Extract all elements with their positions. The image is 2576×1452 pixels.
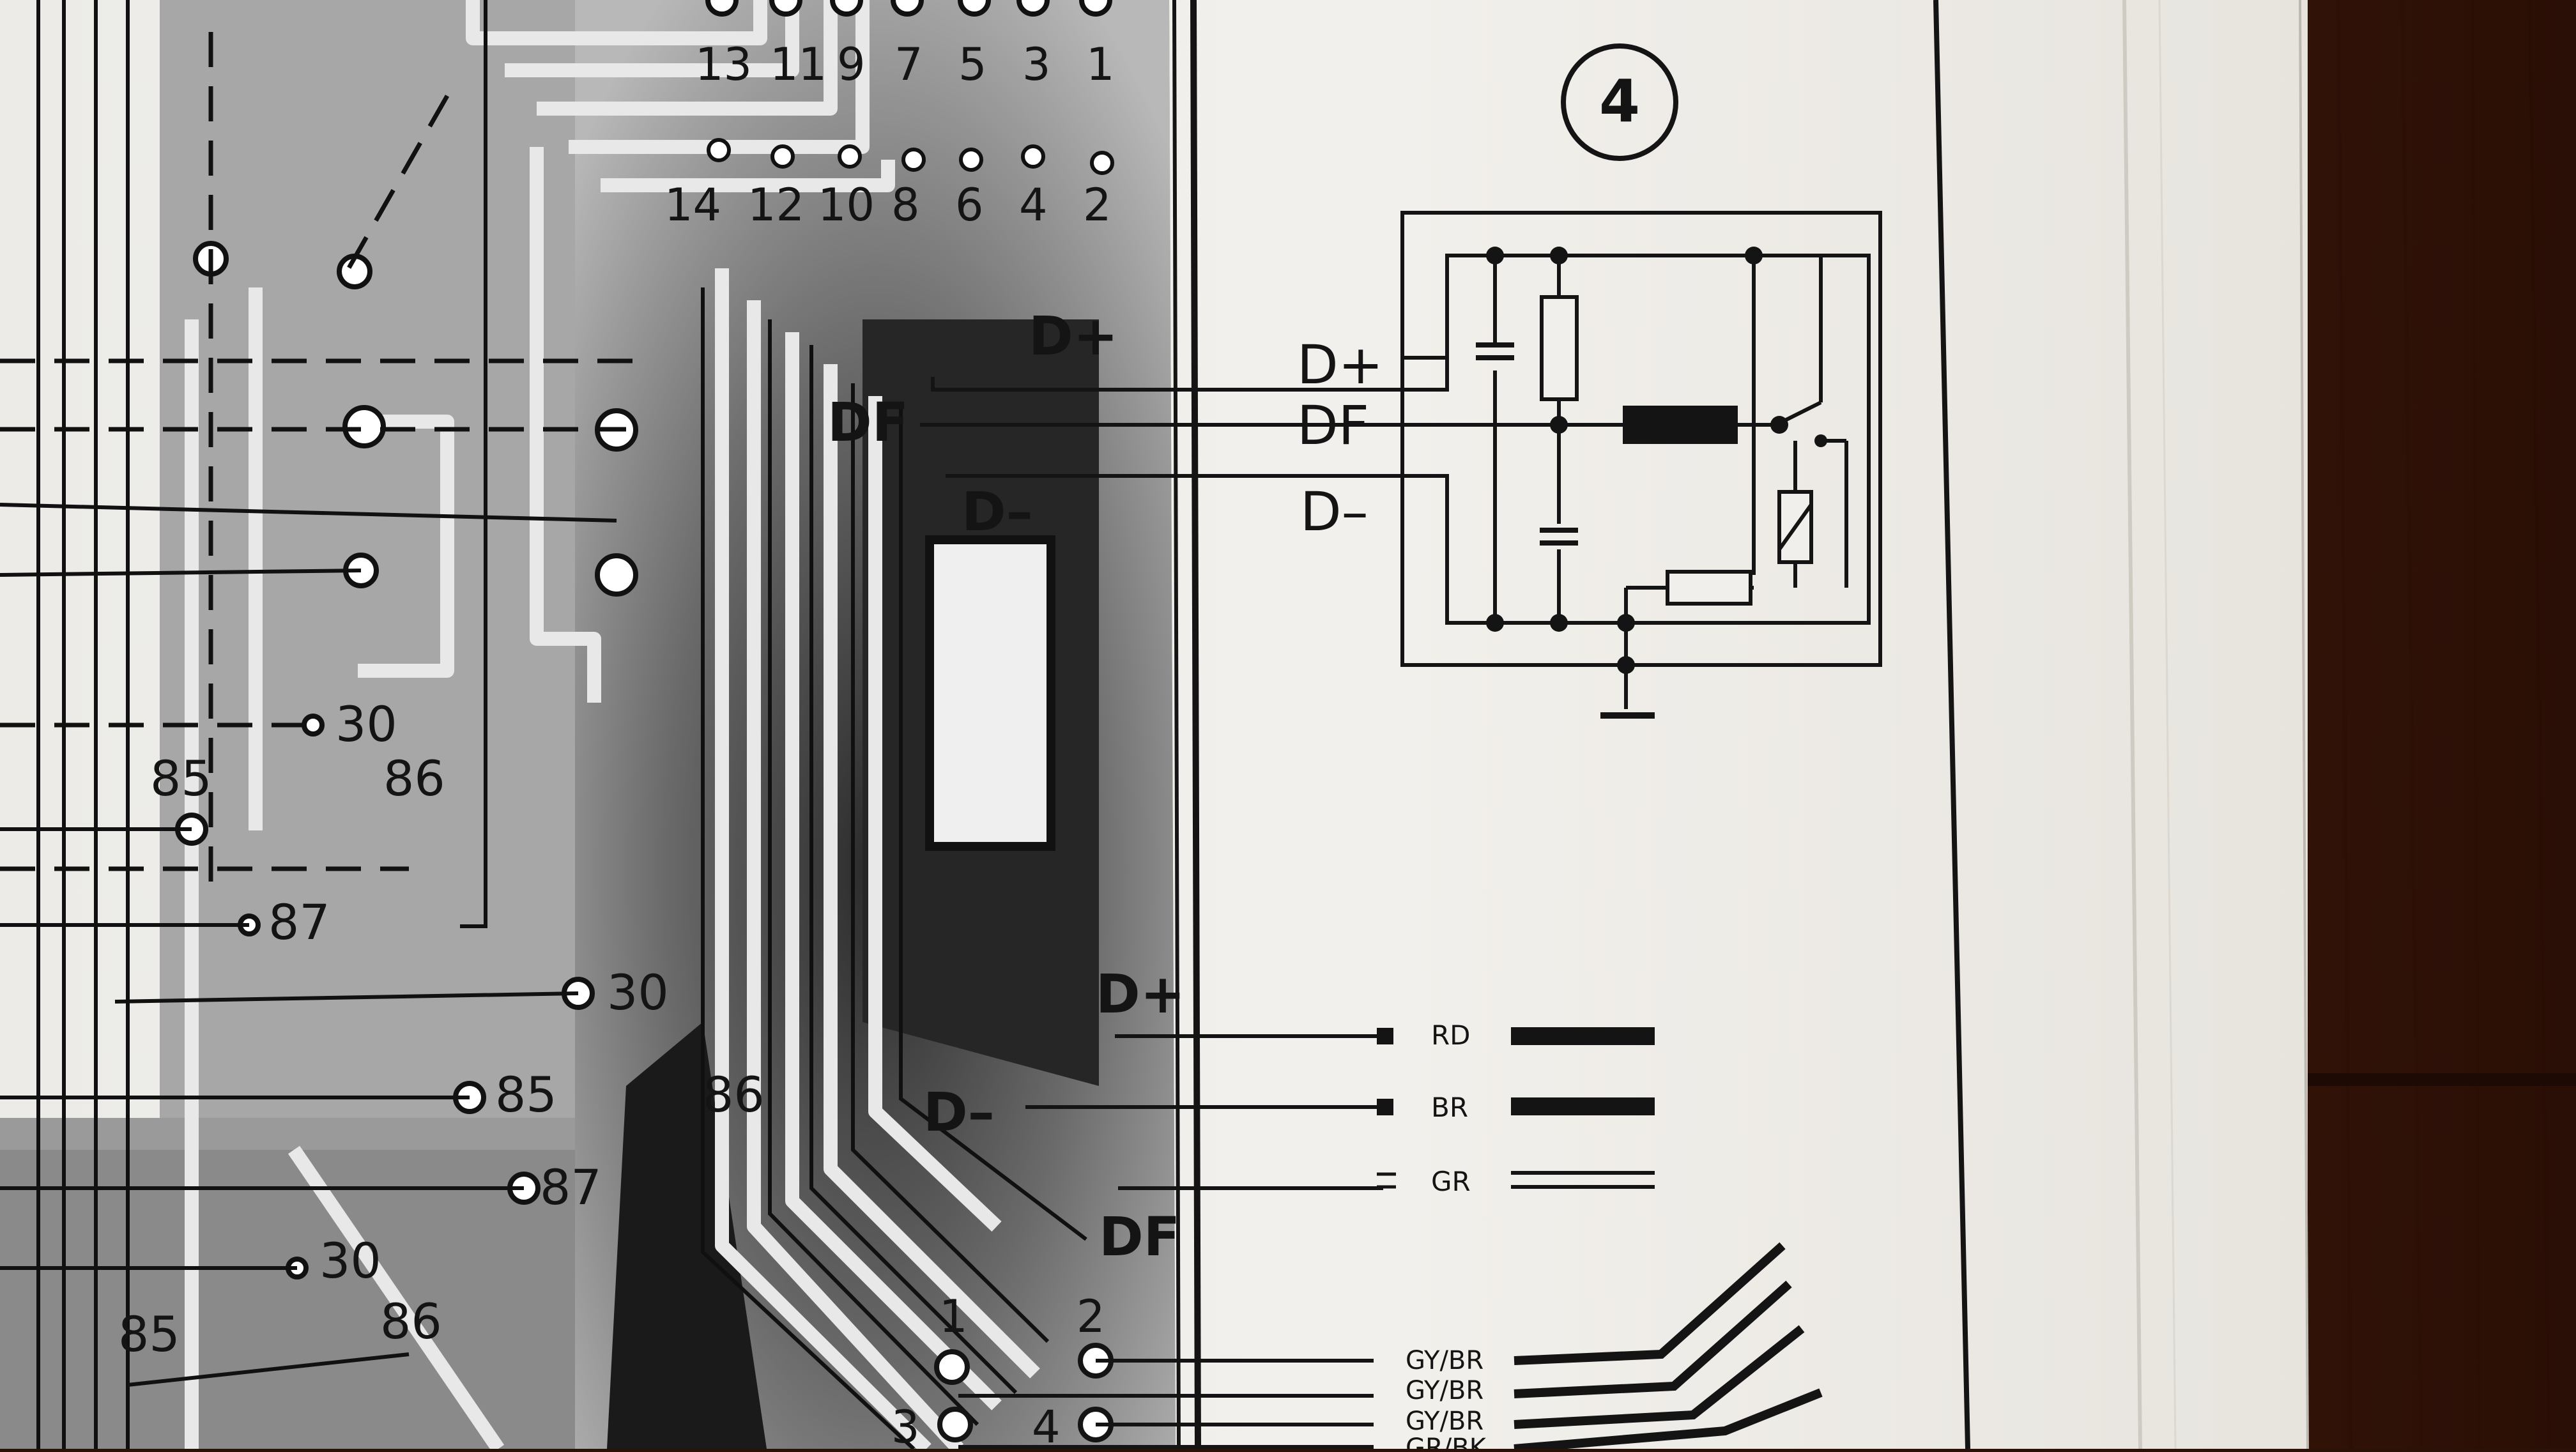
pin-5: 5 <box>958 38 987 91</box>
relay-labels: 30 85 86 87 30 85 86 87 30 85 86 <box>118 696 765 1363</box>
relay1-85: 85 <box>150 750 212 807</box>
pin-13: 13 <box>695 38 752 91</box>
plug-pins-top: 13 11 9 7 5 3 1 <box>695 38 1115 91</box>
wire-label-rd: RD <box>1431 1020 1471 1051</box>
board-df-lower: DF <box>1099 1205 1180 1268</box>
board-terminal-labels: D+ DF D– D+ D– DF <box>827 305 1185 1268</box>
wire-swatch-br <box>1511 1097 1655 1115</box>
regulator-inset: 4 D+ DF D– <box>1297 43 1882 719</box>
connector-pin-4: 4 <box>1032 1401 1061 1449</box>
wire-swatch-rd <box>1511 1027 1655 1045</box>
harness-label-2: GY/BR <box>1406 1376 1483 1405</box>
border-line-left <box>1190 0 1201 1449</box>
relay1-30: 30 <box>335 696 397 753</box>
pin-12: 12 <box>747 179 804 231</box>
wire-label-br: BR <box>1431 1092 1468 1123</box>
page-fold-2 <box>2158 0 2177 1449</box>
relay2-85: 85 <box>495 1066 557 1123</box>
inset-df-label: DF <box>1297 394 1369 457</box>
connector-pin-3: 3 <box>891 1401 920 1449</box>
wire-label-gr: GR <box>1431 1166 1471 1197</box>
harness-fan <box>1514 1242 1823 1452</box>
relay2-86: 86 <box>703 1066 765 1123</box>
pin-4: 4 <box>1019 179 1048 231</box>
relay2-87: 87 <box>540 1159 602 1216</box>
relay3-85: 85 <box>118 1306 180 1363</box>
connector-bottom: 1 2 3 4 GY/BR GY/BR GY/BR GR/BK <box>891 1242 1823 1452</box>
relay1-87: 87 <box>268 894 330 951</box>
board-dplus-lower: D+ <box>1096 963 1185 1025</box>
seam <box>2306 1073 2576 1086</box>
harness-label-1: GY/BR <box>1406 1346 1483 1375</box>
border-line-left2 <box>1172 0 1181 1449</box>
relay2-30: 30 <box>607 964 669 1021</box>
pin-2: 2 <box>1083 179 1112 231</box>
page-fold <box>2122 0 2142 1449</box>
board-dminus-lower: D– <box>923 1081 995 1143</box>
dashed-traces <box>0 32 639 882</box>
pin-pads-bottom <box>707 138 1114 175</box>
relay3-86: 86 <box>380 1293 442 1350</box>
harness-label-4: GR/BK <box>1406 1433 1487 1449</box>
pin-10: 10 <box>818 179 875 231</box>
inset-number-circle <box>1561 43 1678 161</box>
wood-grain <box>2336 0 2551 1449</box>
relay1-86: 86 <box>383 750 445 807</box>
harness-labels: GY/BR GY/BR GY/BR GR/BK <box>1406 1346 1487 1452</box>
harness-label-3: GY/BR <box>1406 1407 1483 1436</box>
board-dplus-upper: D+ <box>1029 305 1118 367</box>
board-dminus-upper: D– <box>962 480 1033 543</box>
pin-6: 6 <box>955 179 984 231</box>
relay3-30: 30 <box>319 1232 381 1289</box>
wire-key: RD BR GR <box>1025 1020 1655 1197</box>
solid-traces <box>0 503 617 1387</box>
border-line-right <box>1933 0 1970 1449</box>
pin-8: 8 <box>891 179 920 231</box>
plug-pins-bottom: 14 12 10 8 6 4 2 <box>664 179 1112 231</box>
pin-1: 1 <box>1086 38 1115 91</box>
inset-number: 4 <box>1599 67 1640 135</box>
connector-pin-1: 1 <box>939 1290 968 1343</box>
connector-pin-2: 2 <box>1077 1290 1105 1343</box>
pin-7: 7 <box>894 38 923 91</box>
page-edge <box>2299 0 2309 1449</box>
pin-3: 3 <box>1022 38 1051 91</box>
inset-dplus-label: D+ <box>1297 333 1383 396</box>
pin-9: 9 <box>837 38 866 91</box>
board-df-upper: DF <box>827 391 908 454</box>
wire-swatch-gr <box>1511 1171 1655 1189</box>
pin-14: 14 <box>664 179 721 231</box>
inset-dminus-label: D– <box>1300 480 1368 543</box>
pin-11: 11 <box>770 38 827 91</box>
